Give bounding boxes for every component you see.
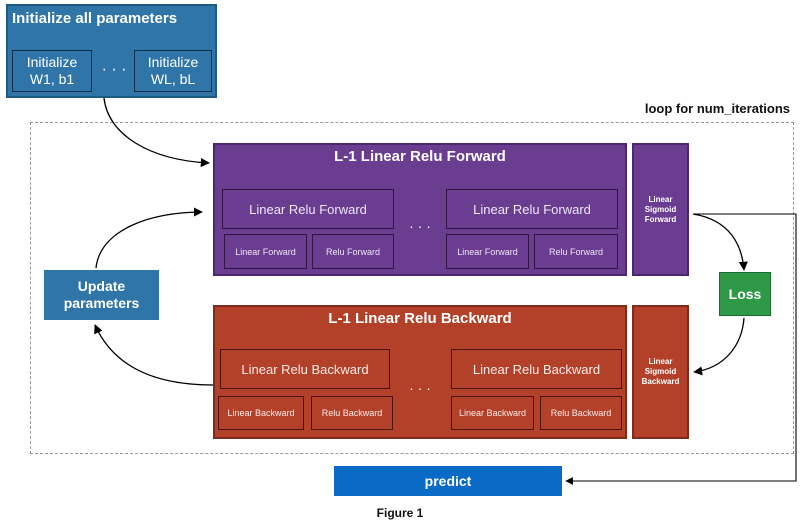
backward-linear-first: Linear Backward (218, 396, 304, 430)
figure-caption: Figure 1 (376, 506, 424, 520)
backward-ellipsis: · · · (409, 380, 431, 396)
arrow-init-to-forward (103, 97, 210, 168)
forward-linear-first: Linear Forward (224, 234, 307, 269)
forward-ellipsis: · · · (409, 218, 431, 234)
initialize-title: Initialize all parameters (12, 9, 178, 27)
loop-label: loop for num_iterations (644, 100, 790, 116)
backward-block-first: Linear Relu Backward (220, 349, 390, 389)
backward-relu-first: Relu Backward (311, 396, 393, 430)
forward-block-first: Linear Relu Forward (222, 189, 394, 229)
forward-block-last: Linear Relu Forward (446, 189, 618, 229)
backward-title: L-1 Linear Relu Backward (328, 309, 512, 327)
predict-box: predict (334, 466, 562, 496)
forward-linear-last: Linear Forward (446, 234, 529, 269)
initialize-last-layer-box: Initialize WL, bL (134, 50, 212, 92)
backward-block-last: Linear Relu Backward (451, 349, 622, 389)
arrow-loss-to-backward (693, 317, 745, 376)
loop-frame (30, 122, 794, 454)
arrow-backward-to-update (94, 324, 214, 386)
linear-sigmoid-backward: Linear Sigmoid Backward (632, 305, 689, 439)
arrow-forward-to-predict (565, 213, 797, 485)
linear-sigmoid-forward: Linear Sigmoid Forward (632, 143, 689, 276)
backward-linear-last: Linear Backward (451, 396, 534, 430)
forward-relu-first: Relu Forward (312, 234, 394, 269)
loss-box: Loss (719, 272, 771, 316)
forward-title: L-1 Linear Relu Forward (334, 147, 506, 165)
update-parameters-box: Update parameters (44, 270, 159, 320)
initialize-first-layer-box: Initialize W1, b1 (12, 50, 92, 92)
forward-relu-last: Relu Forward (534, 234, 618, 269)
backward-relu-last: Relu Backward (540, 396, 622, 430)
arrow-forward-to-loss (692, 213, 748, 271)
arrow-update-to-forward (95, 207, 203, 269)
initialize-ellipsis: · · · (101, 61, 127, 78)
